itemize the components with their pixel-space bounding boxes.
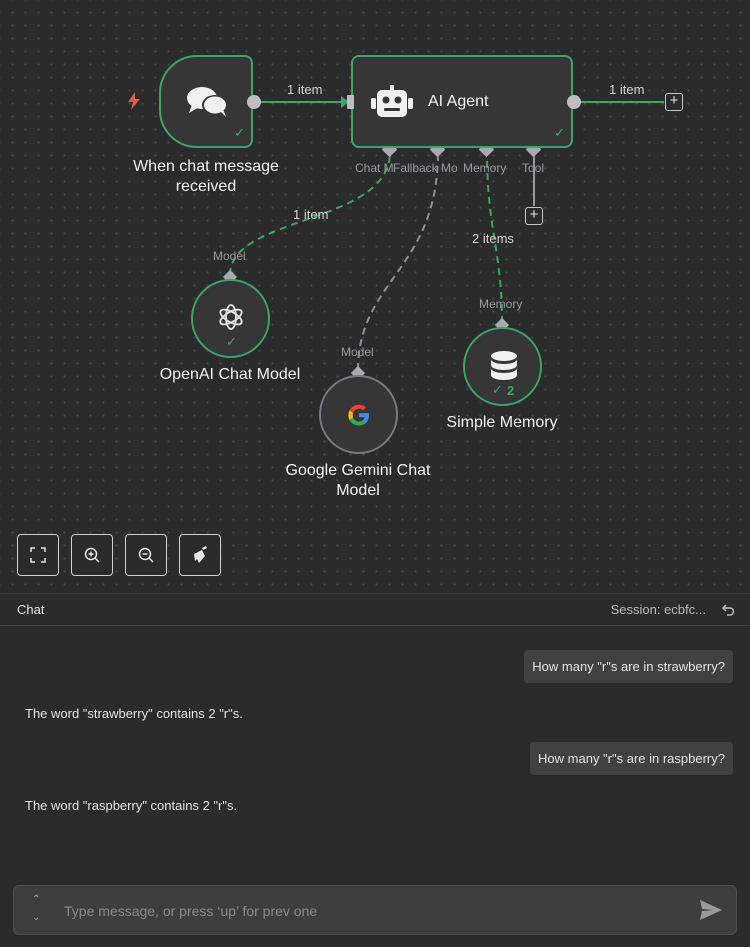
trigger-label: When chat message received (133, 158, 279, 195)
openai-label: OpenAI Chat Model (159, 366, 301, 383)
agent-input-handle[interactable] (347, 95, 354, 109)
chat-message-user: How many "r"s are in strawberry? (524, 650, 733, 683)
success-check-icon: ✓ (554, 125, 565, 140)
openai-logo-icon (216, 302, 246, 337)
node-openai-chat-model[interactable]: ✓ (191, 279, 270, 358)
agent-input-fallback-model: Fallback Mo (393, 161, 458, 175)
fit-view-icon (30, 547, 46, 563)
openai-edge-count: 1 item (293, 207, 329, 222)
chat-title: Chat (17, 602, 45, 617)
chat-bubbles-icon (186, 85, 230, 124)
success-check-icon: ✓ (492, 382, 503, 397)
reset-session-icon[interactable] (721, 603, 735, 622)
edge-memory-agent (486, 151, 503, 324)
node-chat-trigger[interactable]: ✓ (159, 55, 253, 148)
history-up-icon[interactable]: ⌃ (32, 894, 41, 905)
send-icon[interactable] (700, 900, 722, 925)
google-logo-icon (345, 401, 373, 434)
agent-output-handle[interactable] (567, 95, 581, 109)
broom-icon (194, 546, 207, 563)
openai-handle-label: Model (213, 249, 246, 263)
memory-label: Simple Memory (446, 414, 558, 431)
edge-gemini-agent (357, 151, 439, 371)
trigger-edge-count: 1 item (287, 82, 323, 97)
add-node-button[interactable]: + (665, 93, 683, 111)
node-simple-memory[interactable]: ✓ 2 (463, 327, 542, 406)
chat-message-assistant: The word "raspberry" contains 2 "r"s. (25, 798, 238, 813)
node-google-gemini[interactable] (319, 375, 398, 454)
success-check-icon: ✓ (226, 334, 237, 349)
edge-arrow-agent (341, 96, 349, 108)
agent-title: AI Agent (428, 93, 489, 110)
zoom-out-button[interactable] (125, 534, 167, 576)
gemini-handle-label: Model (341, 345, 374, 359)
trigger-output-handle[interactable] (247, 95, 261, 109)
agent-edge-count: 1 item (609, 82, 645, 97)
chat-message-user: How many "r"s are in raspberry? (530, 742, 733, 775)
chat-message-assistant: The word "strawberry" contains 2 "r"s. (25, 706, 243, 721)
agent-input-tool: Tool (522, 161, 545, 175)
clear-execution-button[interactable] (179, 534, 221, 576)
memory-handle-label: Memory (479, 297, 523, 311)
zoom-in-icon (84, 547, 100, 563)
memory-run-count: 2 (507, 383, 515, 398)
database-icon (490, 351, 518, 386)
success-check-icon: ✓ (234, 125, 245, 140)
fit-view-button[interactable] (17, 534, 59, 576)
add-tool-button[interactable]: + (525, 207, 543, 225)
chat-input-box: ⌃ ⌄ (13, 885, 737, 935)
workflow-canvas[interactable]: ✓ When chat message received 1 item AI A… (0, 0, 750, 593)
history-down-icon[interactable]: ⌄ (32, 912, 41, 923)
gemini-label: Google Gemini Chat Model (285, 462, 431, 499)
chat-input[interactable] (62, 898, 686, 924)
zoom-out-icon (138, 547, 154, 563)
session-id[interactable]: Session: ecbfc... (610, 602, 706, 617)
trigger-bolt-icon (126, 92, 142, 115)
memory-edge-count: 2 items (472, 231, 514, 246)
zoom-in-button[interactable] (71, 534, 113, 576)
node-ai-agent[interactable]: AI Agent ✓ (351, 55, 573, 148)
agent-input-chat-model: Chat M (355, 161, 394, 175)
chat-header: Chat Session: ecbfc... (0, 593, 750, 626)
agent-input-memory: Memory (463, 161, 507, 175)
robot-icon (371, 85, 413, 124)
